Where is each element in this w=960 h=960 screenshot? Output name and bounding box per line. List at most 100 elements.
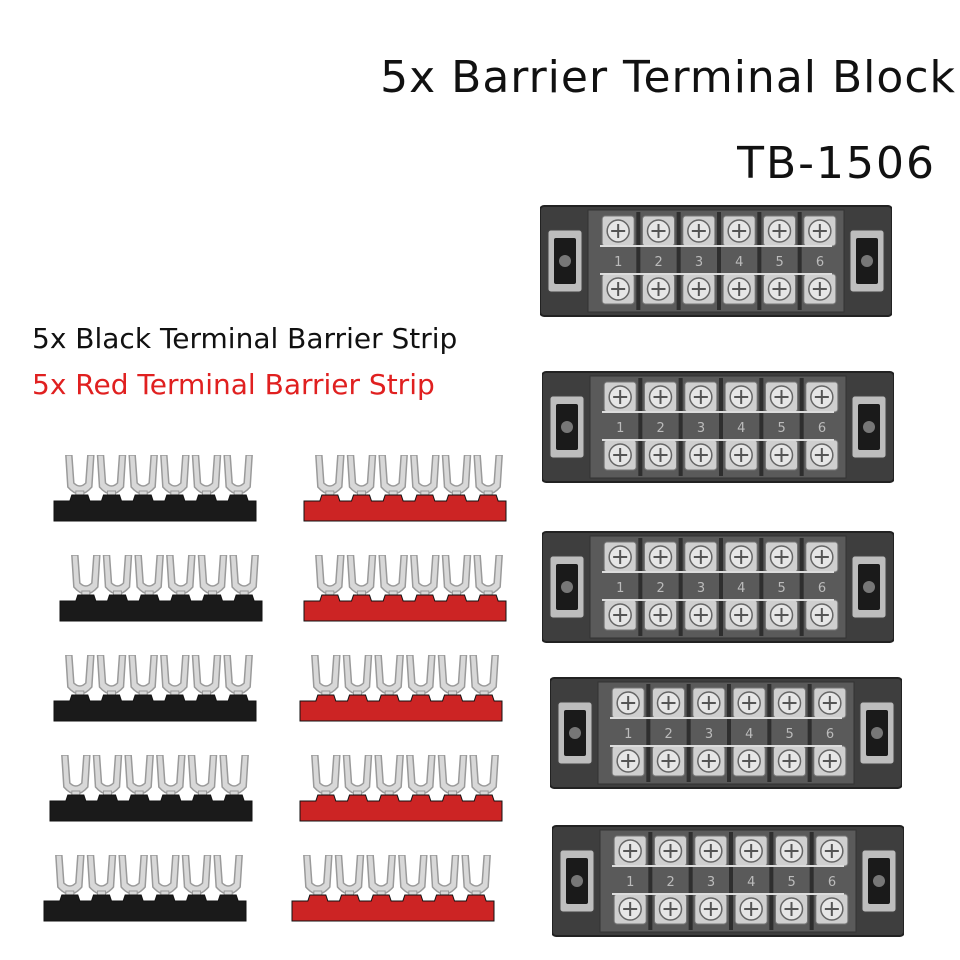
strip-insulator	[303, 494, 507, 522]
screw-terminal	[805, 599, 839, 631]
screw-terminal	[803, 273, 837, 305]
screw-terminal	[805, 381, 839, 413]
terminal-number: 5	[786, 727, 794, 742]
mounting-hole	[549, 555, 585, 619]
screw-terminal	[815, 835, 849, 867]
terminal-number: 5	[778, 421, 786, 436]
screw-terminal	[763, 273, 796, 305]
screw-terminal	[722, 215, 756, 247]
strip-insulator	[303, 594, 507, 622]
screw-terminal	[603, 381, 637, 413]
terminal-number: 2	[665, 727, 673, 742]
screw-terminal	[684, 439, 718, 471]
screw-terminal	[732, 745, 766, 777]
red-strip-description: 5x Red Terminal Barrier Strip	[32, 368, 435, 401]
mounting-hole	[851, 555, 887, 619]
product-title: 5x Barrier Terminal Block	[380, 52, 956, 103]
terminal-number: 4	[745, 727, 753, 742]
mounting-hole	[859, 701, 895, 765]
black-strip-description: 5x Black Terminal Barrier Strip	[32, 322, 458, 355]
screw-terminal	[644, 541, 677, 573]
screw-terminal	[763, 215, 796, 247]
screw-terminal	[813, 745, 847, 777]
screw-terminal	[682, 215, 716, 247]
screw-terminal	[613, 893, 647, 925]
black-jumper-strip	[56, 554, 266, 631]
screw-terminal	[805, 541, 839, 573]
terminal-number: 4	[737, 581, 745, 596]
mounting-hole	[851, 395, 887, 459]
mounting-hole	[849, 229, 885, 293]
terminal-number: 6	[828, 875, 836, 890]
terminal-number: 5	[778, 581, 786, 596]
screw-terminal	[724, 541, 758, 573]
screw-terminal	[722, 273, 756, 305]
screw-terminal	[611, 745, 645, 777]
terminal-number: 3	[705, 727, 713, 742]
red-jumper-strip	[296, 654, 506, 731]
black-jumper-strip	[46, 754, 256, 831]
screw-terminal	[692, 745, 726, 777]
strip-insulator	[299, 794, 503, 822]
screw-terminal	[724, 381, 758, 413]
screw-terminal	[682, 273, 716, 305]
strip-insulator	[53, 694, 257, 722]
screw-terminal	[813, 687, 847, 719]
screw-terminal	[773, 745, 806, 777]
screw-terminal	[613, 835, 647, 867]
screw-terminal	[773, 687, 806, 719]
terminal-number: 1	[616, 421, 624, 436]
screw-terminal	[611, 687, 645, 719]
screw-terminal	[775, 835, 808, 867]
mounting-hole	[557, 701, 593, 765]
screw-terminal	[644, 599, 677, 631]
mounting-hole	[549, 395, 585, 459]
terminal-number: 1	[626, 875, 634, 890]
terminal-number: 3	[697, 581, 705, 596]
mounting-hole	[861, 849, 897, 913]
strip-insulator	[291, 894, 495, 922]
screw-terminal	[803, 215, 837, 247]
screw-terminal	[765, 541, 798, 573]
black-jumper-strip	[50, 454, 260, 531]
terminal-number: 1	[616, 581, 624, 596]
terminal-number: 1	[624, 727, 632, 742]
screw-terminal	[684, 381, 718, 413]
terminal-number: 6	[818, 581, 826, 596]
terminal-number: 1	[614, 255, 622, 270]
black-jumper-strip	[50, 654, 260, 731]
strip-insulator	[43, 894, 247, 922]
mounting-hole	[547, 229, 583, 293]
screw-terminal	[601, 273, 635, 305]
terminal-number: 5	[788, 875, 796, 890]
screw-terminal	[765, 439, 798, 471]
strip-insulator	[299, 694, 503, 722]
strip-insulator	[59, 594, 263, 622]
terminal-number: 4	[747, 875, 755, 890]
screw-terminal	[734, 893, 768, 925]
terminal-number: 6	[816, 255, 824, 270]
terminal-number: 3	[707, 875, 715, 890]
screw-terminal	[603, 599, 637, 631]
terminal-block: 1 2 3 4 5 6	[549, 674, 903, 796]
screw-terminal	[694, 893, 728, 925]
screw-terminal	[652, 745, 685, 777]
screw-terminal	[815, 893, 849, 925]
screw-terminal	[652, 687, 685, 719]
black-jumper-strip	[40, 854, 250, 931]
terminal-number: 6	[818, 421, 826, 436]
screw-terminal	[684, 599, 718, 631]
screw-terminal	[765, 599, 798, 631]
screw-terminal	[694, 835, 728, 867]
strip-insulator	[49, 794, 253, 822]
terminal-number: 3	[695, 255, 703, 270]
strip-insulator	[53, 494, 257, 522]
screw-terminal	[644, 381, 677, 413]
screw-terminal	[734, 835, 768, 867]
terminal-number: 2	[657, 421, 665, 436]
terminal-number: 6	[826, 727, 834, 742]
